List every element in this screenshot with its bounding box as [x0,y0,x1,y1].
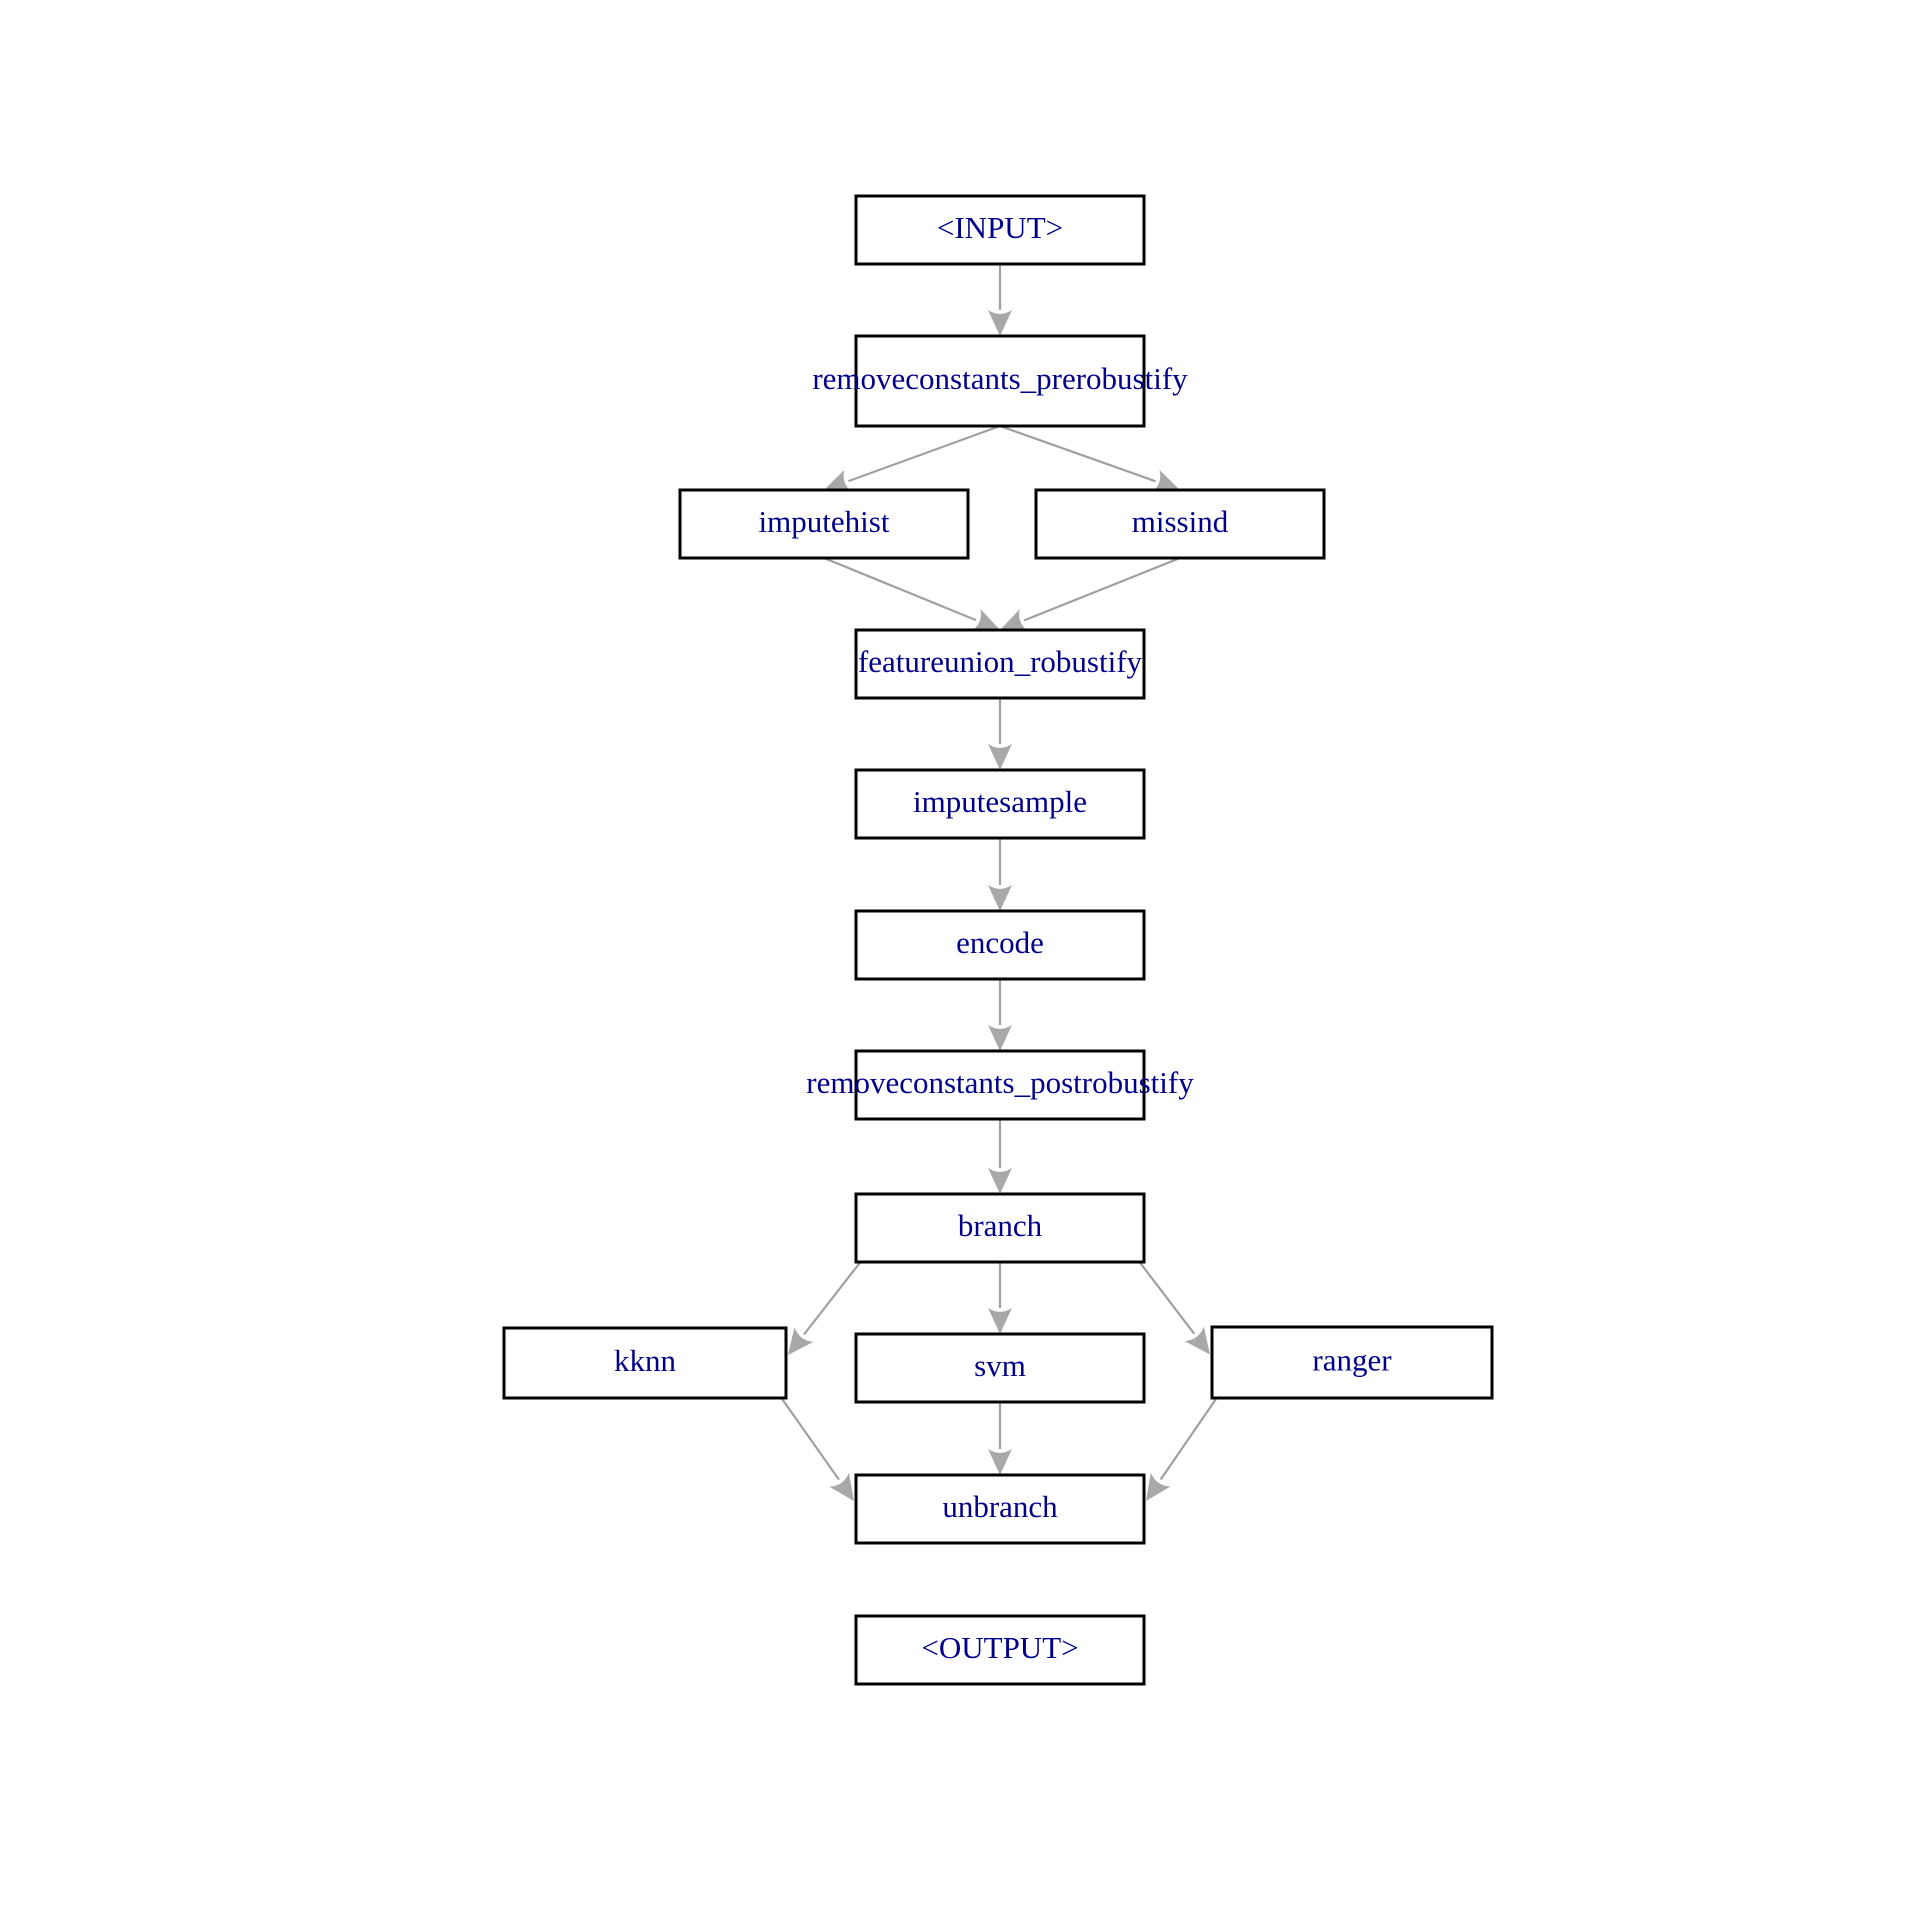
node-box[interactable] [854,1192,1146,1264]
edge-arrowhead [988,1168,1012,1194]
node-box[interactable] [854,194,1146,266]
node-missind[interactable]: missind [1034,488,1326,560]
node-label: imputesample [913,784,1087,819]
edge-arrowhead [988,1308,1012,1334]
node-box[interactable] [854,1332,1146,1404]
edge-arrowhead [1146,1472,1171,1501]
node-box[interactable] [1210,1325,1494,1400]
edge-arrowhead [988,885,1012,911]
node-ranger[interactable]: ranger [1210,1325,1494,1400]
edge-ranger-to-unbranch [1146,1395,1219,1501]
node-label: kknn [614,1343,677,1378]
node-label: imputehist [759,504,890,539]
edge-featureunion_robustify-to-imputesample [988,698,1012,770]
node-box[interactable] [854,768,1146,840]
edge-arrowhead [971,609,1000,632]
node-box[interactable] [854,1049,1146,1121]
edge-svm-to-unbranch [988,1402,1012,1475]
node-label: ranger [1312,1343,1392,1378]
edge-removeconstants_prerobustify-to-imputehist [824,424,1001,493]
node-branch[interactable]: branch [854,1192,1146,1264]
node-featureunion_robustify[interactable]: featureunion_robustify [854,628,1146,700]
edge-arrowhead [788,1327,814,1355]
node-box[interactable] [854,1473,1146,1545]
edges-layer [779,264,1219,1501]
edge-imputehist-to-featureunion_robustify [823,556,1000,632]
edge-line [1023,556,1181,622]
node-label: removeconstants_postrobustify [806,1065,1194,1100]
edge-arrowhead [1184,1326,1210,1355]
edge-imputesample-to-encode [988,838,1012,911]
node-removeconstants_prerobustify[interactable]: removeconstants_prerobustify [812,334,1188,428]
edge-arrowhead [988,1449,1012,1475]
node-box[interactable] [854,334,1146,428]
edge-input-to-removeconstants_prerobustify [988,264,1012,336]
edge-arrowhead [988,1025,1012,1051]
node-box[interactable] [854,909,1146,981]
node-unbranch[interactable]: unbranch [854,1473,1146,1545]
node-label: unbranch [942,1489,1058,1524]
node-removeconstants_postrobustify[interactable]: removeconstants_postrobustify [806,1049,1194,1121]
node-label: svm [974,1348,1026,1383]
edge-line [779,1395,840,1481]
edge-arrowhead [824,469,853,493]
node-box[interactable] [854,1614,1146,1686]
edge-removeconstants_prerobustify-to-missind [999,424,1180,493]
node-box[interactable] [502,1326,788,1400]
edge-line [848,424,1001,483]
edge-line [1137,1259,1196,1335]
edge-missind-to-featureunion_robustify [1000,556,1181,632]
edge-line [823,556,977,622]
node-label: missind [1132,504,1229,539]
edge-removeconstants_postrobustify-to-branch [988,1119,1012,1194]
edge-line [803,1259,863,1336]
edge-arrowhead [1151,469,1180,493]
node-input[interactable]: <INPUT> [854,194,1146,266]
edge-encode-to-removeconstants_postrobustify [988,979,1012,1051]
node-box[interactable] [854,628,1146,700]
node-label: <INPUT> [937,210,1063,245]
node-label: branch [958,1208,1043,1243]
edge-line [999,424,1156,483]
node-label: <OUTPUT> [921,1630,1078,1665]
node-svm[interactable]: svm [854,1332,1146,1404]
node-box[interactable] [1034,488,1326,560]
node-label: encode [956,925,1044,960]
node-output[interactable]: <OUTPUT> [854,1614,1146,1686]
edge-arrowhead [1000,609,1029,632]
node-label: removeconstants_prerobustify [812,361,1188,396]
node-label: featureunion_robustify [858,644,1143,679]
node-imputehist[interactable]: imputehist [678,488,970,560]
edge-arrowhead [988,744,1012,770]
node-kknn[interactable]: kknn [502,1326,788,1400]
edge-kknn-to-unbranch [779,1395,854,1501]
nodes-layer: <INPUT> removeconstants_prerobustifyimput… [502,194,1494,1686]
node-encode[interactable]: encode [854,909,1146,981]
edge-branch-to-svm [988,1262,1012,1334]
node-imputesample[interactable]: imputesample [854,768,1146,840]
edge-arrowhead [988,310,1012,336]
node-box[interactable] [678,488,970,560]
edge-branch-to-ranger [1137,1259,1210,1355]
edge-arrowhead [829,1472,854,1501]
edge-line [1159,1395,1219,1481]
edge-branch-to-kknn [788,1259,863,1355]
